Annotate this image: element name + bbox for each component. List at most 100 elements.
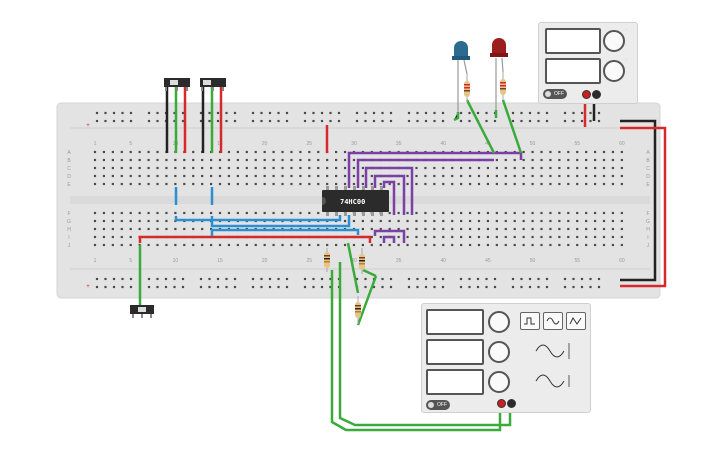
terminal-hole[interactable] — [120, 166, 123, 170]
terminal-hole[interactable] — [93, 182, 97, 186]
terminal-hole[interactable] — [227, 182, 231, 186]
terminal-hole[interactable] — [361, 174, 364, 178]
terminal-hole[interactable] — [620, 211, 623, 215]
terminal-hole[interactable] — [415, 243, 418, 247]
terminal-hole[interactable] — [138, 182, 141, 186]
rail-hole[interactable] — [511, 277, 515, 281]
terminal-hole[interactable] — [299, 150, 302, 154]
terminal-hole[interactable] — [433, 227, 436, 231]
terminal-hole[interactable] — [460, 243, 463, 247]
terminal-hole[interactable] — [111, 235, 114, 239]
rail-hole[interactable] — [320, 111, 324, 115]
terminal-hole[interactable] — [335, 158, 338, 162]
terminal-hole[interactable] — [558, 211, 561, 215]
rail-hole[interactable] — [563, 277, 567, 281]
terminal-hole[interactable] — [201, 227, 204, 231]
rail-hole[interactable] — [95, 277, 99, 281]
terminal-hole[interactable] — [102, 219, 106, 223]
terminal-hole[interactable] — [192, 174, 195, 178]
terminal-hole[interactable] — [486, 235, 490, 239]
terminal-hole[interactable] — [602, 166, 606, 170]
terminal-hole[interactable] — [183, 174, 186, 178]
terminal-hole[interactable] — [165, 243, 168, 247]
terminal-hole[interactable] — [585, 166, 588, 170]
wire-red-rail-top[interactable] — [620, 126, 667, 288]
terminal-hole[interactable] — [120, 227, 123, 231]
terminal-hole[interactable] — [620, 227, 623, 231]
rail-hole[interactable] — [104, 119, 107, 123]
terminal-hole[interactable] — [183, 227, 186, 231]
rail-hole[interactable] — [424, 285, 428, 289]
wire-blue-4[interactable] — [210, 215, 351, 228]
terminal-hole[interactable] — [531, 150, 534, 154]
terminal-hole[interactable] — [602, 243, 606, 247]
rail-hole[interactable] — [355, 277, 359, 281]
terminal-hole[interactable] — [156, 211, 159, 215]
terminal-hole[interactable] — [174, 211, 177, 215]
rail-hole[interactable] — [121, 119, 124, 123]
terminal-hole[interactable] — [120, 243, 123, 247]
terminal-hole[interactable] — [567, 158, 570, 162]
terminal-hole[interactable] — [468, 166, 472, 170]
terminal-hole[interactable] — [522, 243, 525, 247]
wire-blue-5[interactable] — [210, 228, 360, 236]
terminal-hole[interactable] — [460, 211, 463, 215]
rail-hole[interactable] — [589, 111, 592, 115]
terminal-hole[interactable] — [540, 211, 543, 215]
rail-hole[interactable] — [433, 285, 436, 289]
voltage-knob[interactable] — [603, 30, 625, 52]
terminal-hole[interactable] — [504, 227, 507, 231]
terminal-hole[interactable] — [272, 174, 275, 178]
terminal-hole[interactable] — [343, 158, 347, 162]
dc-terminal-positive[interactable] — [582, 90, 591, 99]
terminal-hole[interactable] — [504, 174, 507, 178]
terminal-hole[interactable] — [192, 150, 195, 154]
terminal-hole[interactable] — [585, 150, 588, 154]
rail-hole[interactable] — [528, 111, 532, 115]
terminal-hole[interactable] — [620, 243, 623, 247]
terminal-hole[interactable] — [147, 158, 150, 162]
terminal-hole[interactable] — [620, 182, 623, 186]
terminal-hole[interactable] — [317, 211, 320, 215]
terminal-hole[interactable] — [549, 211, 552, 215]
resistor-bottom-3[interactable] — [355, 296, 361, 324]
terminal-hole[interactable] — [593, 182, 597, 186]
wire-green-chip-2[interactable] — [356, 275, 378, 326]
terminal-hole[interactable] — [93, 166, 97, 170]
terminal-hole[interactable] — [254, 150, 257, 154]
rail-hole[interactable] — [563, 119, 567, 123]
terminal-hole[interactable] — [120, 150, 123, 154]
rail-hole[interactable] — [164, 285, 168, 289]
terminal-hole[interactable] — [611, 235, 615, 239]
terminal-hole[interactable] — [558, 243, 561, 247]
function-generator[interactable]: OFF — [421, 303, 591, 413]
terminal-hole[interactable] — [263, 166, 266, 170]
terminal-hole[interactable] — [129, 166, 132, 170]
terminal-hole[interactable] — [183, 243, 186, 247]
terminal-hole[interactable] — [513, 166, 516, 170]
terminal-hole[interactable] — [272, 166, 275, 170]
terminal-hole[interactable] — [129, 227, 132, 231]
terminal-hole[interactable] — [218, 243, 222, 247]
terminal-hole[interactable] — [183, 158, 186, 162]
terminal-hole[interactable] — [129, 158, 132, 162]
terminal-hole[interactable] — [451, 166, 454, 170]
rail-hole[interactable] — [173, 277, 176, 281]
resistor-led-1[interactable] — [464, 74, 470, 102]
rail-hole[interactable] — [268, 277, 272, 281]
wire-green-led1[interactable] — [465, 99, 496, 154]
led-red[interactable] — [490, 38, 508, 110]
rail-hole[interactable] — [277, 119, 280, 123]
terminal-hole[interactable] — [585, 158, 588, 162]
terminal-hole[interactable] — [540, 166, 543, 170]
terminal-hole[interactable] — [585, 227, 588, 231]
terminal-hole[interactable] — [272, 150, 275, 154]
terminal-hole[interactable] — [290, 150, 293, 154]
terminal-hole[interactable] — [468, 235, 472, 239]
terminal-hole[interactable] — [558, 150, 561, 154]
terminal-hole[interactable] — [504, 243, 507, 247]
rail-hole[interactable] — [355, 111, 359, 115]
terminal-hole[interactable] — [165, 166, 168, 170]
terminal-hole[interactable] — [263, 174, 266, 178]
terminal-hole[interactable] — [263, 150, 266, 154]
